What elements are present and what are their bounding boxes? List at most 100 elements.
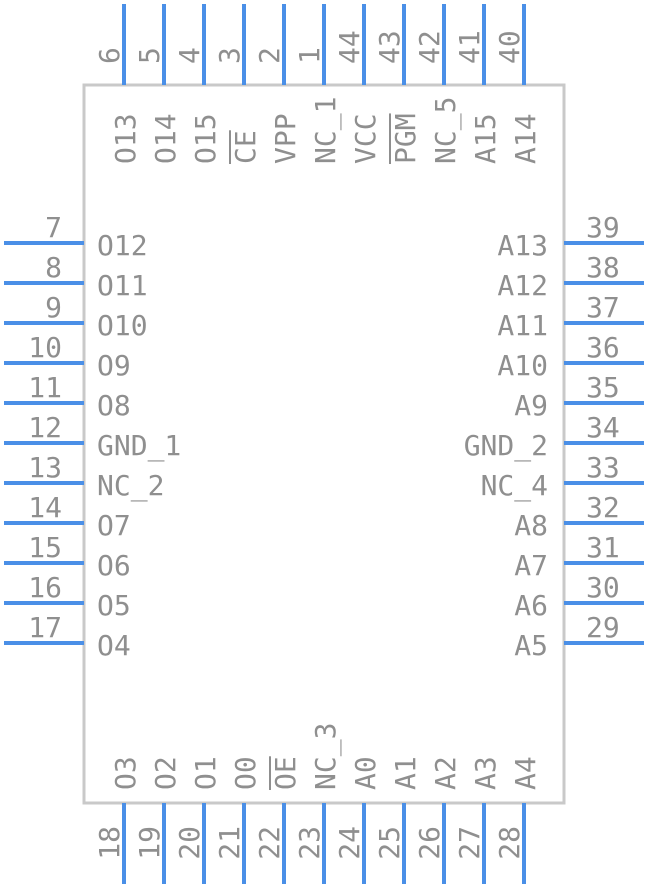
pin-name: O8 xyxy=(97,389,131,422)
pin-name: A3 xyxy=(469,756,502,790)
pin-number: 27 xyxy=(453,826,486,860)
pin-name: O4 xyxy=(97,629,131,662)
pin-number: 42 xyxy=(413,30,446,64)
pin-bottom-24: 24 A0 xyxy=(333,756,382,884)
pin-name: O5 xyxy=(97,589,131,622)
pin-number: 29 xyxy=(586,611,620,644)
pin-number: 26 xyxy=(413,826,446,860)
pin-name: A14 xyxy=(509,113,542,164)
pin-name: O2 xyxy=(149,756,182,790)
pin-number: 32 xyxy=(586,491,620,524)
pin-number: 44 xyxy=(333,30,366,64)
pin-name: NC_3 xyxy=(309,723,343,790)
pin-name: PGM xyxy=(389,113,422,164)
pin-name: A11 xyxy=(497,309,548,342)
pin-number: 7 xyxy=(45,211,62,244)
pin-name: VPP xyxy=(269,113,302,164)
pin-number: 34 xyxy=(586,411,620,444)
pin-number: 38 xyxy=(586,251,620,284)
pin-name: O6 xyxy=(97,549,131,582)
pin-name: O13 xyxy=(109,113,142,164)
pin-name: O9 xyxy=(97,349,131,382)
pin-name: CE xyxy=(229,130,262,164)
pin-number: 8 xyxy=(45,251,62,284)
pin-number: 28 xyxy=(493,826,526,860)
pin-name: O0 xyxy=(229,756,262,790)
pin-name: A7 xyxy=(514,549,548,582)
pin-name: A6 xyxy=(514,589,548,622)
pin-name: A5 xyxy=(514,629,548,662)
pin-number: 11 xyxy=(28,371,62,404)
pin-name: A15 xyxy=(469,113,502,164)
pin-name: A8 xyxy=(514,509,548,542)
pin-number: 19 xyxy=(133,826,166,860)
pin-number: 18 xyxy=(93,826,126,860)
pin-number: 22 xyxy=(253,826,286,860)
pin-number: 33 xyxy=(586,451,620,484)
pin-number: 20 xyxy=(173,826,206,860)
pin-name: NC_4 xyxy=(481,469,548,503)
pin-name: A13 xyxy=(497,229,548,262)
pin-name: OE xyxy=(269,756,302,790)
pin-number: 12 xyxy=(28,411,62,444)
pin-number: 2 xyxy=(253,47,286,64)
pin-bottom-18: 18 O3 xyxy=(93,756,142,884)
pin-name: NC_2 xyxy=(97,469,164,503)
pin-number: 41 xyxy=(453,30,486,64)
pin-bottom-27: 27 A3 xyxy=(453,756,502,884)
pin-name: A2 xyxy=(429,756,462,790)
pin-top-1: 1NC_1 xyxy=(293,4,343,164)
pin-name: O14 xyxy=(149,113,182,164)
pin-number: 24 xyxy=(333,826,366,860)
pin-top-3: 3CE xyxy=(213,4,262,164)
pin-number: 30 xyxy=(586,571,620,604)
pin-number: 14 xyxy=(28,491,62,524)
pin-number: 37 xyxy=(586,291,620,324)
pin-number: 1 xyxy=(293,47,326,64)
pin-bottom-19: 19 O2 xyxy=(133,756,182,884)
pin-number: 16 xyxy=(28,571,62,604)
pin-name: GND_2 xyxy=(464,429,548,463)
pin-bottom-26: 26 A2 xyxy=(413,756,462,884)
pin-bottom-22: 22 OE xyxy=(253,756,302,884)
pin-name: A4 xyxy=(509,756,542,790)
pin-name: A9 xyxy=(514,389,548,422)
pin-name: O7 xyxy=(97,509,131,542)
pin-number: 10 xyxy=(28,331,62,364)
pin-number: 40 xyxy=(493,30,526,64)
pin-name: O15 xyxy=(189,113,222,164)
pin-name: VCC xyxy=(349,113,382,164)
pin-number: 6 xyxy=(93,47,126,64)
pin-name: NC_1 xyxy=(309,97,343,164)
pins-layer: 7O128O119O1010O911O812GND_113NC_214O715O… xyxy=(4,4,644,884)
pin-bottom-28: 28 A4 xyxy=(493,756,542,884)
pin-name: O3 xyxy=(109,756,142,790)
pin-number: 36 xyxy=(586,331,620,364)
pin-number: 17 xyxy=(28,611,62,644)
pin-name: A0 xyxy=(349,756,382,790)
